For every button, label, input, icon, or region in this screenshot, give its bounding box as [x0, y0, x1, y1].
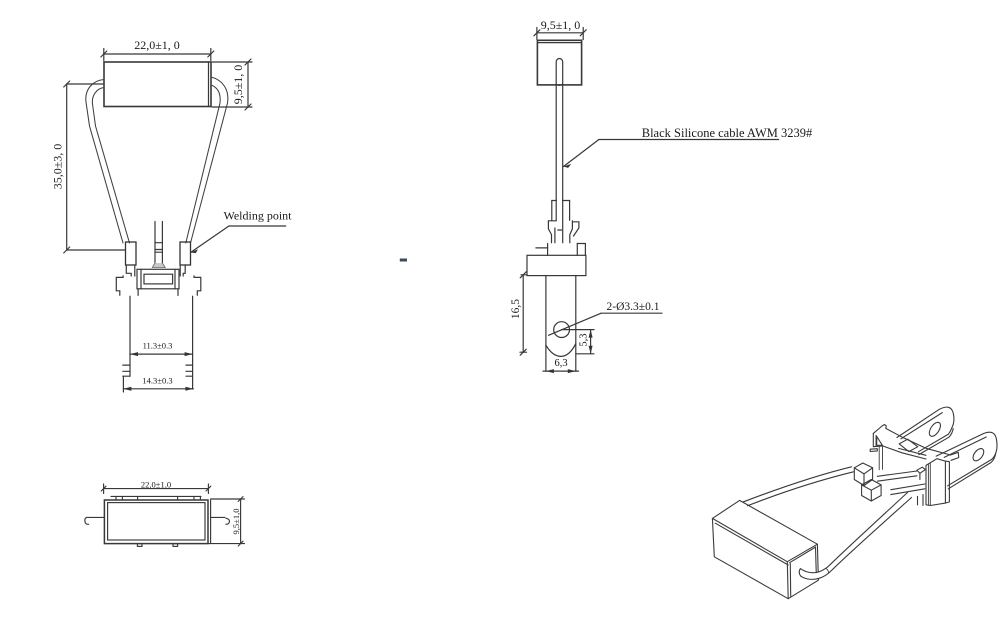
svg-text:2-Ø3.3±0.1: 2-Ø3.3±0.1 [607, 301, 660, 313]
svg-text:14.3±0.3: 14.3±0.3 [142, 376, 172, 386]
svg-text:Black Silicone cable AWM 3239#: Black Silicone cable AWM 3239# [642, 126, 813, 140]
svg-text:6,3: 6,3 [554, 358, 567, 369]
svg-text:11.3±0.3: 11.3±0.3 [143, 341, 173, 351]
svg-text:22,0±1,0: 22,0±1,0 [141, 480, 171, 490]
svg-text:9,5±1, 0: 9,5±1, 0 [231, 65, 245, 105]
svg-text:22,0±1, 0: 22,0±1, 0 [134, 38, 180, 52]
svg-text:16,5: 16,5 [510, 299, 522, 319]
svg-text:5,3: 5,3 [579, 333, 590, 346]
svg-text:9,5±1,0: 9,5±1,0 [231, 509, 241, 535]
svg-text:9,5±1, 0: 9,5±1, 0 [541, 18, 581, 32]
svg-text:Welding point: Welding point [223, 209, 292, 223]
svg-text:35,0±3, 0: 35,0±3, 0 [51, 144, 65, 190]
